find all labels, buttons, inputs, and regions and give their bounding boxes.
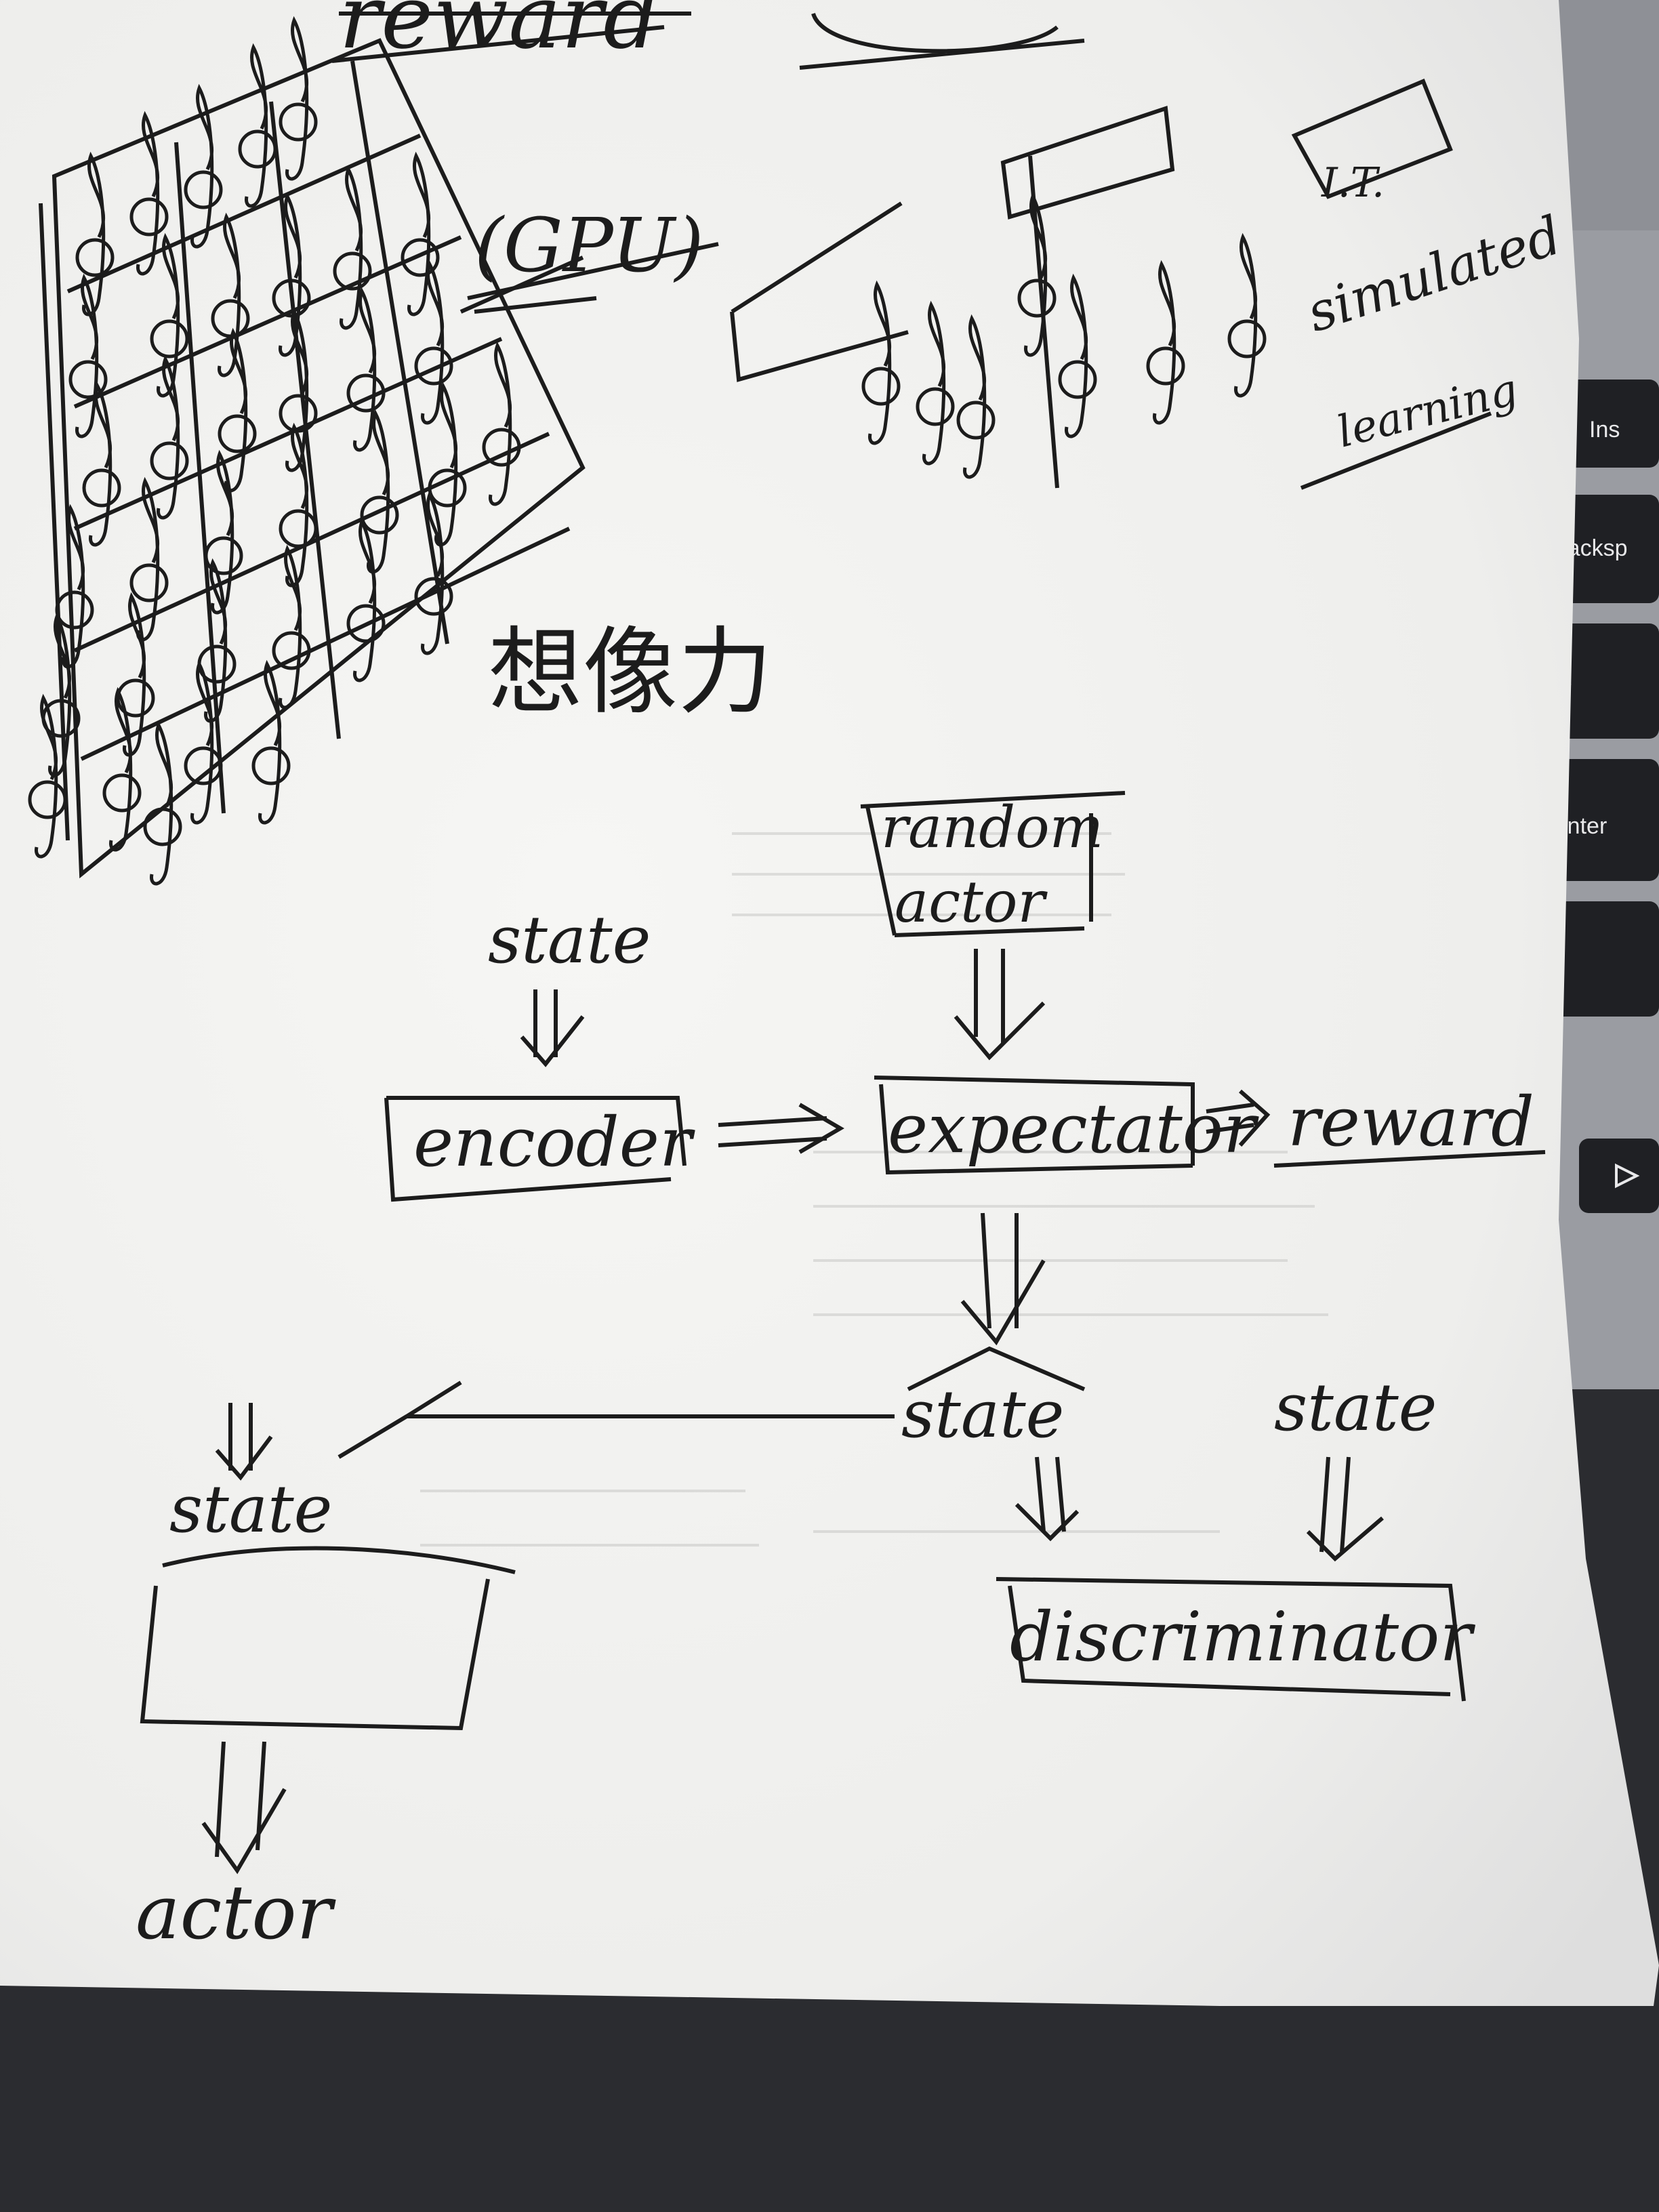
expectator-label: expectator xyxy=(888,1089,1259,1168)
left-box xyxy=(140,1578,490,1731)
actor-label: actor xyxy=(136,1869,337,1956)
random-actor-arrow xyxy=(954,949,1046,1061)
play-icon xyxy=(1615,1163,1640,1189)
gpu-underline xyxy=(467,242,719,300)
gpu-label: (GPU) xyxy=(474,202,704,289)
state-right-label: state xyxy=(1274,1370,1437,1446)
left-box-top xyxy=(162,1546,516,1574)
state-top-label: state xyxy=(488,902,651,978)
discriminator-label: discriminator xyxy=(1010,1597,1475,1677)
chinese-imagination-text: 想像力 xyxy=(488,617,773,728)
random-actor-label-line2: actor xyxy=(895,869,1048,935)
diagram-reward-label: reward xyxy=(1288,1082,1534,1162)
left-state-arrow xyxy=(215,1403,273,1481)
state-middle-label: state xyxy=(901,1376,1064,1452)
bleed-through-text xyxy=(420,832,1328,1547)
state-middle-to-discriminator-arrow xyxy=(1015,1456,1080,1542)
encoder-box xyxy=(384,1096,687,1202)
key-ins-label: Ins xyxy=(1589,417,1620,443)
expectator-box xyxy=(874,1076,1195,1175)
state-right-arrow xyxy=(1306,1456,1384,1562)
key-ins xyxy=(1559,380,1659,468)
discriminator-box xyxy=(996,1577,1466,1702)
learning-underline xyxy=(1300,411,1492,490)
boxed-glyph: I.T. xyxy=(1321,159,1385,207)
diagram-reward-underline xyxy=(1273,1150,1546,1168)
state-left-label: state xyxy=(169,1471,332,1547)
state-middle-roof xyxy=(907,1346,1086,1391)
state-top-arrow xyxy=(520,989,585,1067)
key-media xyxy=(1579,1139,1659,1213)
expectator-to-reward-arrow xyxy=(1206,1089,1271,1147)
expectator-to-state-arrow xyxy=(960,1212,1046,1346)
paper-sheet xyxy=(0,0,1659,2006)
state-to-left-arrow xyxy=(337,1380,895,1459)
top-reward-underline xyxy=(331,25,665,63)
random-actor-label-line1: random xyxy=(881,794,1103,861)
encoder-label: encoder xyxy=(413,1103,695,1182)
encoder-to-expectator-arrow xyxy=(718,1103,844,1154)
top-oval-sketch xyxy=(799,12,1085,70)
left-box-to-actor-arrow xyxy=(201,1741,287,1875)
gpu-arrow xyxy=(474,296,597,314)
random-actor-box xyxy=(860,791,1126,937)
